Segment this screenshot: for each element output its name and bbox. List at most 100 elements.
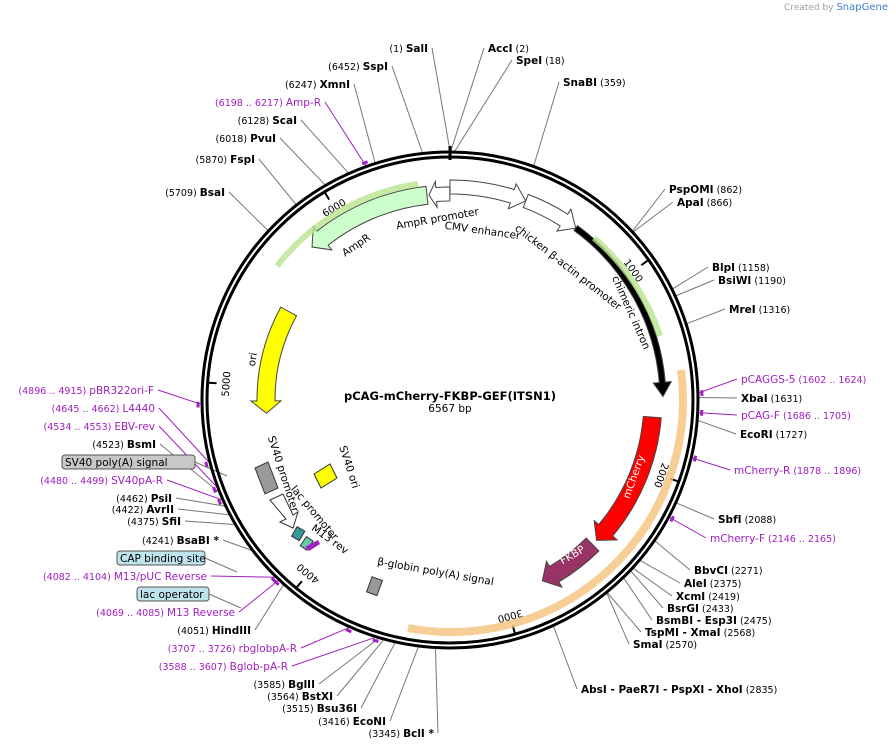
primer-leader-pbr322ori-f [157,389,203,406]
feature-ampr-promoter-arrow [428,179,451,210]
enzyme-label-sfii: (4375) SfiI [127,516,181,528]
enzyme-label-apai: ApaI (866) [677,197,732,209]
primer-name: mCherry-R [734,465,790,477]
globin-polya-box [365,576,384,597]
primer-label-mcherry-r: mCherry-R (1878 .. 1896) [734,465,861,477]
primer-mark-amp-r [361,160,369,166]
enzyme-name: XcmI [676,591,705,603]
primer-leader-m13-puc-reverse [210,575,277,578]
enzyme-leader-hindiii [254,583,285,631]
enzyme-name: SfiI [162,516,181,528]
primer-mark-l4440 [204,461,209,468]
primer-name: pBR322ori-F [89,385,154,397]
primer-leader-mcherry-r [691,457,731,471]
enzyme-position: (18) [542,56,565,67]
enzyme-name: ApaI [677,197,704,209]
feature-arrows [249,179,673,588]
tick-mark-6000 [323,191,331,201]
feature-ori-arrow [249,306,298,414]
enzyme-position: (3585) [253,680,288,691]
enzyme-position: (1727) [773,430,808,441]
enzyme-name: BsmI [127,439,156,451]
boxed-cap-binding-site-label: CAP binding site [120,553,206,565]
primer-leader-m13-reverse [238,579,280,613]
enzyme-leader-ecori [697,419,737,435]
enzyme-name: BsmBI - Esp3I [656,615,737,627]
enzyme-leader-pvui [279,137,327,186]
feature-fkbp-arrow [541,537,600,588]
enzyme-name: SpeI [516,55,542,67]
feature-label-ampr: AmpR [340,232,373,259]
tick-label-5000: 5000 [221,371,234,397]
brand-prefix: Created by [784,3,834,13]
inner-label-sv40-ori: SV40 ori [336,444,361,490]
enzyme-leader-sbfi [675,502,715,520]
enzyme-leader-spei [453,59,513,153]
primer-leader-amp-r [324,101,367,167]
enzyme-leader-bglii [318,637,380,685]
enzyme-position: (4523) [92,440,127,451]
m13-rev-arrow [305,540,320,551]
enzyme-leader-econi [389,645,420,722]
enzyme-leader-bcli [434,647,439,734]
enzyme-position: (4462) [116,494,151,505]
enzyme-leader-blpi [671,266,709,290]
primer-mark-bglob-pa-r [372,638,379,644]
enzyme-leader-xbai [697,396,738,399]
enzyme-position: (3416) [318,717,353,728]
enzyme-label-bsu36i: (3515) Bsu36I [282,703,357,715]
enzyme-label-mrei: MreI (1316) [729,304,790,316]
primer-label-ebv-rev: (4534 .. 4553) EBV-rev [43,421,155,433]
enzyme-position: (2475) [737,616,772,627]
enzyme-label-psii: (4462) PsiI [116,493,172,505]
primer-label-l4440: (4645 .. 4662) L4440 [52,403,155,415]
cap-site-box [290,525,306,542]
primer-mark-mcherry-f [669,515,675,523]
enzyme-label-sbfi: SbfI (2088) [718,514,776,526]
feature-label-chicken-actin-promoter: chicken β-actin promoter [512,222,624,313]
enzyme-leader-acci [449,47,485,153]
primer-mark-rbglobpa-r [345,628,352,634]
enzyme-label-bsmi: (4523) BsmI [92,439,156,451]
primer-label-pbr322ori-f: (4896 .. 4915) pBR322ori-F [18,385,154,397]
enzyme-name: AvrII [146,504,174,516]
enzyme-position: (866) [704,198,733,209]
enzyme-name: SbfI [718,514,742,526]
enzyme-position: (862) [714,185,743,196]
primer-name: M13 Reverse [167,607,235,619]
enzyme-name: Bsu36I [317,703,357,715]
enzyme-name: SalI [406,43,428,55]
enzyme-name: HindIII [212,625,251,637]
enzyme-position: (6452) [328,62,363,73]
boxed-cap-binding-site-leader [204,557,238,573]
enzyme-leader-tspmi-xmai [606,591,642,633]
boxed-sv40-poly-a-signal-label: SV40 poly(A) signal [65,457,168,469]
primer-name: pCAGGS-5 [741,374,795,386]
enzyme-position: (3515) [282,704,317,715]
enzyme-position: (1190) [751,276,786,287]
enzyme-label-hindiii: (4051) HindIII [177,625,251,637]
enzyme-position: (1) [389,44,405,55]
enzyme-leader-bstxi [336,638,385,697]
enzyme-name: XmnI [320,79,350,91]
enzyme-leader-smai [605,592,630,645]
primer-label-m13-puc-reverse: (4082 .. 4104) M13/pUC Reverse [43,571,207,583]
enzyme-label-bsmbi-esp3i: BsmBI - Esp3I (2475) [656,615,772,627]
feature-chimeric-intron-arrow [573,224,673,398]
enzyme-name: ScaI [272,115,297,127]
enzyme-name: SmaI [633,639,663,651]
primer-label-sv40pa-r: (4480 .. 4499) SV40pA-R [40,475,163,487]
enzyme-name: PspOMI [669,184,714,196]
enzyme-label-bglii: (3585) BglII [253,679,315,691]
leader-lines [157,47,738,734]
enzyme-label-pspomi: PspOMI (862) [669,184,742,196]
enzyme-position: (2570) [663,640,698,651]
inner-features [254,461,384,597]
tick-mark-1000 [640,259,650,266]
primer-name: M13/pUC Reverse [114,571,207,583]
enzyme-label-fspi: (5870) FspI [196,154,255,166]
enzyme-name: TspMI - XmaI [645,627,721,639]
